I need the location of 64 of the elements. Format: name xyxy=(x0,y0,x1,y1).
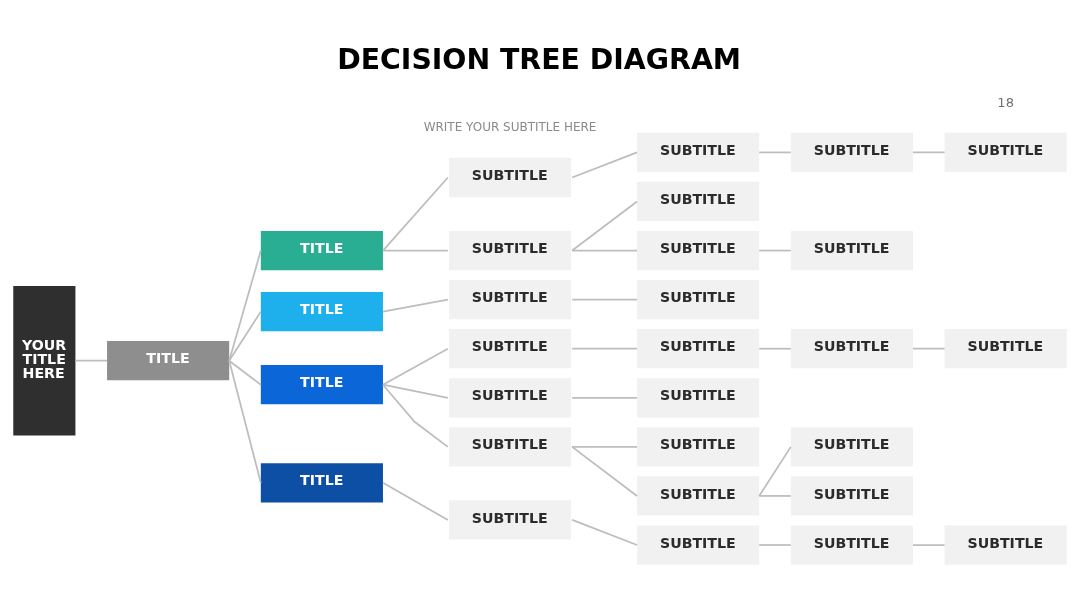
node-box: SUBTITLE xyxy=(637,280,760,320)
connector xyxy=(912,544,946,546)
connector xyxy=(571,249,638,252)
node-box: SUBTITLE xyxy=(944,132,1067,173)
node-box: SUBTITLE xyxy=(637,329,760,369)
node-box: SUBTITLE xyxy=(637,525,760,565)
node-box: SUBTITLE xyxy=(637,427,760,467)
connector xyxy=(571,347,638,350)
connector xyxy=(228,359,262,386)
node-box: SUBTITLE xyxy=(790,476,913,516)
node-box: SUBTITLE xyxy=(944,525,1067,565)
node-box: TITLE xyxy=(260,463,383,503)
node-box: YOUR TITLE HERE xyxy=(13,286,76,436)
node-box: SUBTITLE xyxy=(448,230,572,271)
node-box: SUBTITLE xyxy=(944,329,1067,369)
node-box: SUBTITLE xyxy=(637,230,760,271)
connector xyxy=(571,298,638,301)
node-box: SUBTITLE xyxy=(637,378,760,418)
label: WRITE YOUR SUBTITLE HERE xyxy=(423,120,597,135)
node-box: SUBTITLE xyxy=(790,329,913,369)
node-box: SUBTITLE xyxy=(448,378,572,418)
connector xyxy=(382,383,449,448)
connector xyxy=(912,347,946,350)
connector xyxy=(228,359,262,484)
connector xyxy=(571,151,638,179)
connector xyxy=(382,347,449,386)
connector xyxy=(758,151,792,154)
node-box: SUBTITLE xyxy=(448,329,572,369)
node-box: SUBTITLE xyxy=(448,280,572,320)
connector xyxy=(74,359,108,362)
node-box: SUBTITLE xyxy=(637,181,760,222)
connector xyxy=(382,176,449,252)
connector xyxy=(758,446,792,497)
node-box: SUBTITLE xyxy=(790,427,913,467)
node-box: SUBTITLE xyxy=(448,157,572,198)
connector xyxy=(758,544,792,546)
connector xyxy=(571,396,638,399)
connector xyxy=(382,298,449,313)
connector xyxy=(758,495,792,497)
node-box: TITLE xyxy=(260,292,383,332)
connector xyxy=(571,519,638,546)
node-box: TITLE xyxy=(260,230,383,271)
node-box: TITLE xyxy=(107,341,230,381)
node-box: TITLE xyxy=(260,365,383,405)
node-box: SUBTITLE xyxy=(637,132,760,173)
connector xyxy=(382,482,449,521)
connector xyxy=(571,446,638,497)
connector xyxy=(758,249,792,252)
connector xyxy=(228,310,262,362)
connector xyxy=(571,446,638,448)
connector xyxy=(382,249,449,252)
connector xyxy=(382,383,449,399)
node-box: SUBTITLE xyxy=(790,525,913,565)
node-box: SUBTITLE xyxy=(790,230,913,271)
node-box: SUBTITLE xyxy=(448,427,572,467)
label: 18 xyxy=(997,94,1014,110)
connector xyxy=(571,200,638,252)
node-box: SUBTITLE xyxy=(448,500,572,540)
node-box: SUBTITLE xyxy=(790,132,913,173)
connector xyxy=(228,249,262,362)
diagram-title: DECISION TREE DIAGRAM xyxy=(337,43,742,77)
connector xyxy=(912,151,946,154)
connector xyxy=(758,347,792,350)
node-box: SUBTITLE xyxy=(637,476,760,516)
